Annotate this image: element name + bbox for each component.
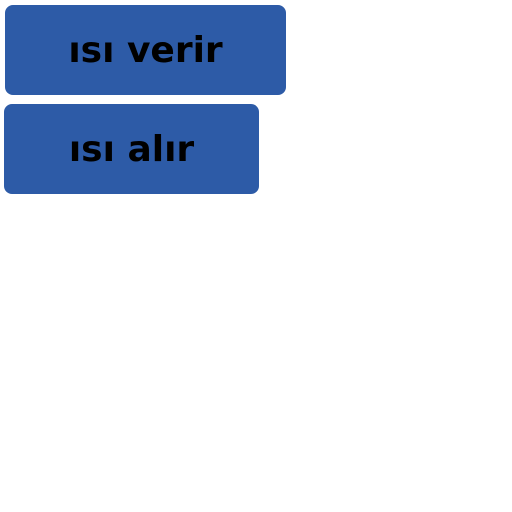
answer-option-heat-release[interactable]: ısı verir bbox=[5, 5, 286, 95]
answer-option-label: ısı verir bbox=[68, 29, 223, 71]
answer-option-heat-absorb[interactable]: ısı alır bbox=[4, 104, 259, 194]
answer-option-label: ısı alır bbox=[68, 128, 195, 170]
